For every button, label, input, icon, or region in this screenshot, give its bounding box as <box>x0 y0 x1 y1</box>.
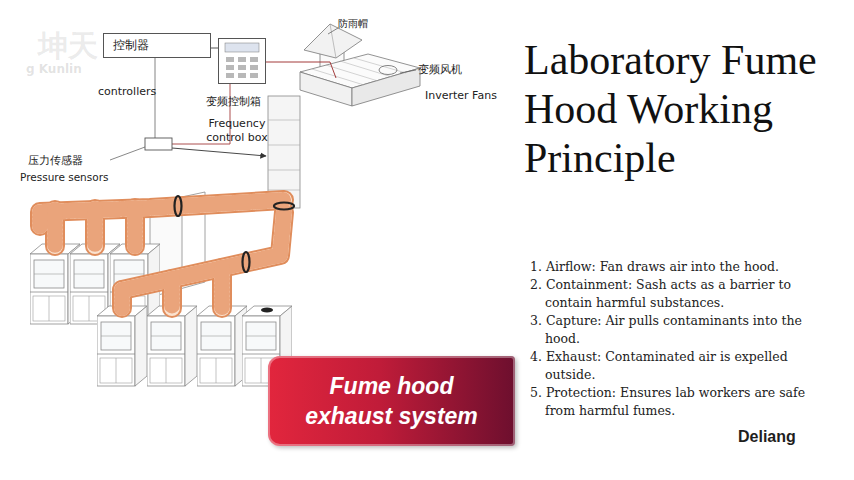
step-item: 3. Capture: Air pulls contaminants into … <box>530 312 835 348</box>
duct-rib <box>268 145 300 146</box>
damper <box>274 203 294 210</box>
fan-motor <box>379 66 397 75</box>
fan-grille <box>354 58 406 73</box>
panel-button <box>226 73 234 78</box>
panel-button <box>226 65 234 70</box>
panel-button <box>226 57 234 62</box>
step-item: 1. Airflow: Fan draws air into the hood. <box>530 258 835 276</box>
watermark: 坤天 <box>38 26 98 67</box>
page-title: Laboratory Fume Hood Working Principle <box>524 36 844 183</box>
panel-button <box>250 57 258 62</box>
box-label: 变频控制箱 <box>188 95 278 109</box>
rain-cap <box>304 24 362 58</box>
box-label: 控制器 <box>113 38 203 53</box>
brand-logo: Deliang <box>738 428 796 446</box>
pressure-sensor <box>145 138 172 150</box>
power-wire <box>266 62 336 78</box>
panel-button <box>238 73 246 78</box>
duct-rib <box>268 170 300 171</box>
watermark: g Kunlin <box>26 62 82 76</box>
part-label: Inverter Fans <box>425 89 497 102</box>
panel-button <box>250 65 258 70</box>
cap-ridge <box>330 24 336 58</box>
frequency-control-box: 变频控制箱Frequency control box <box>218 38 266 84</box>
duct-rib <box>268 120 300 121</box>
steps-list: 1. Airflow: Fan draws air into the hood.… <box>530 258 835 420</box>
step-item: 4. Exhaust: Contaminated air is expelled… <box>530 348 835 384</box>
leader-line <box>328 28 338 34</box>
title-banner: Fume hood exhaust system <box>268 356 515 446</box>
box-caption: Frequency control box <box>197 117 277 145</box>
step-item: 5. Protection: Ensures lab workers are s… <box>530 384 835 420</box>
banner-text: Fume hood exhaust system <box>284 371 499 431</box>
panel-button <box>250 73 258 78</box>
duct-body <box>40 200 284 308</box>
leader-line <box>400 70 416 73</box>
box-caption: controllers <box>98 85 198 99</box>
damper <box>175 196 182 216</box>
fan-grille <box>340 61 392 77</box>
fan-front <box>300 72 352 106</box>
edge-group <box>211 48 218 49</box>
panel-screen <box>225 43 259 52</box>
part-label: 压力传感器 <box>28 153 83 168</box>
panel-button <box>238 65 246 70</box>
controller-box: 控制器controllers <box>103 33 211 58</box>
step-item: 2. Containment: Sash acts as a barrier t… <box>530 276 835 312</box>
panel-button <box>238 57 246 62</box>
damper <box>243 252 250 272</box>
leader-line <box>110 147 145 160</box>
panel-body <box>218 38 266 84</box>
duct-outline <box>40 200 284 308</box>
sensor-tube <box>172 148 266 156</box>
part-label: 防雨帽 <box>338 18 368 31</box>
part-label: Pressure sensors <box>20 171 108 183</box>
duct-ribs <box>40 200 284 308</box>
part-label: 变频风机 <box>418 62 462 77</box>
connector-line <box>211 48 218 49</box>
fan-side <box>352 68 420 106</box>
fan-grille <box>312 69 364 85</box>
